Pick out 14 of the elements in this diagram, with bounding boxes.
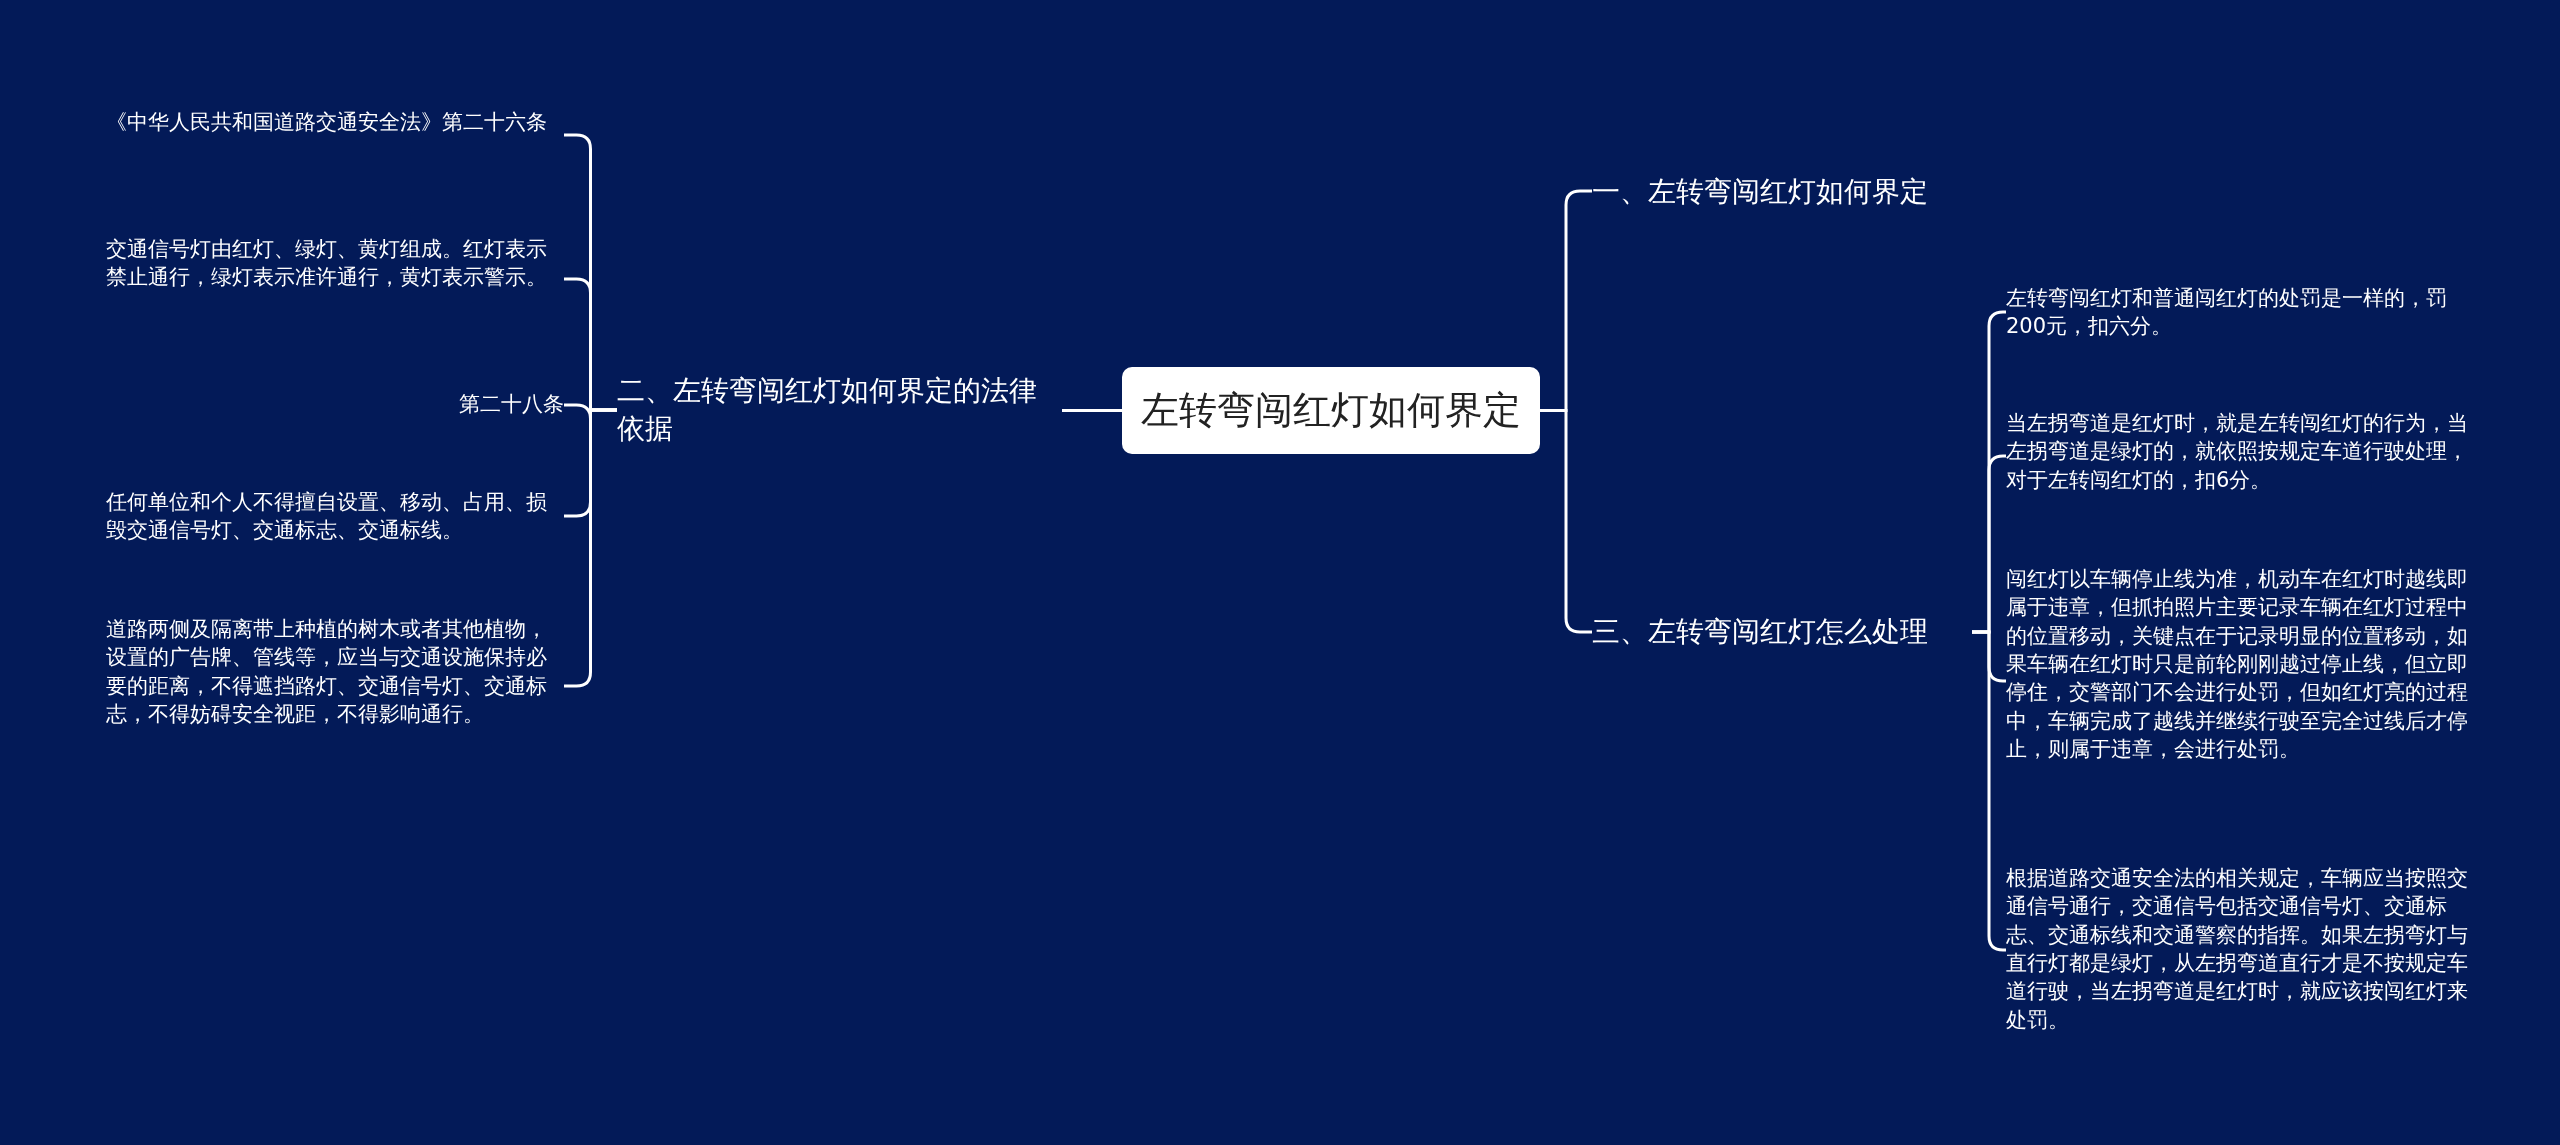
note-text: 根据道路交通安全法的相关规定，车辆应当按照交通信号通行，交通信号包括交通信号灯、交通标志、交通标线和交通警察的指挥。如果左拐弯灯与直行灯都是绿灯，从左拐弯道直行才是不按规定车道行驶，当左拐弯道是红灯时，就应该按闯红灯来处罚。 [2006,864,2476,1044]
note-text: 《中华人民共和国道路交通安全法》第二十六条 [106,108,564,168]
root-topic-box: 左转弯闯红灯如何界定 [1122,367,1540,454]
note-text: 道路两侧及隔离带上种植的树木或者其他植物，设置的广告牌、管线等，应当与交通设施保持必要的距离，不得遮挡路灯、交通信号灯、交通标志，不得妨碍安全视距，不得影响通行。 [106,615,564,765]
branch-topic: 一、左转弯闯红灯如何界定 [1592,172,1972,212]
note-text: 任何单位和个人不得擅自设置、移动、占用、损毁交通信号灯、交通标志、交通标线。 [106,488,564,548]
note-text: 闯红灯以车辆停止线为准，机动车在红灯时越线即属于违章，但抓拍照片主要记录车辆在红灯过程中的位置移动，关键点在于记录明显的位置移动，如果车辆在红灯时只是前轮刚刚越过停止线，但立即停住，交警部门不会进行处罚，但如红灯亮的过程中，车辆完成了越线并继续行驶至完全过线后才停止，则属于违章，会进行处罚。 [2006,565,2476,800]
note-text: 第二十八条 [106,390,564,420]
note-text: 左转弯闯红灯和普通闯红灯的处罚是一样的，罚200元，扣六分。 [2006,284,2476,344]
note-text: 当左拐弯道是红灯时，就是左转闯红灯的行为，当左拐弯道是绿灯的，就依照按规定车道行驶处理，对于左转闯红灯的，扣6分。 [2006,409,2476,499]
branch-topic: 三、左转弯闯红灯怎么处理 [1592,612,1972,652]
branch-topic: 二、左转弯闯红灯如何界定的法律依据 [617,368,1062,452]
connector-line [1062,409,1122,412]
note-text: 交通信号灯由红灯、绿灯、黄灯组成。红灯表示禁止通行，绿灯表示准许通行，黄灯表示警示。 [106,235,564,325]
